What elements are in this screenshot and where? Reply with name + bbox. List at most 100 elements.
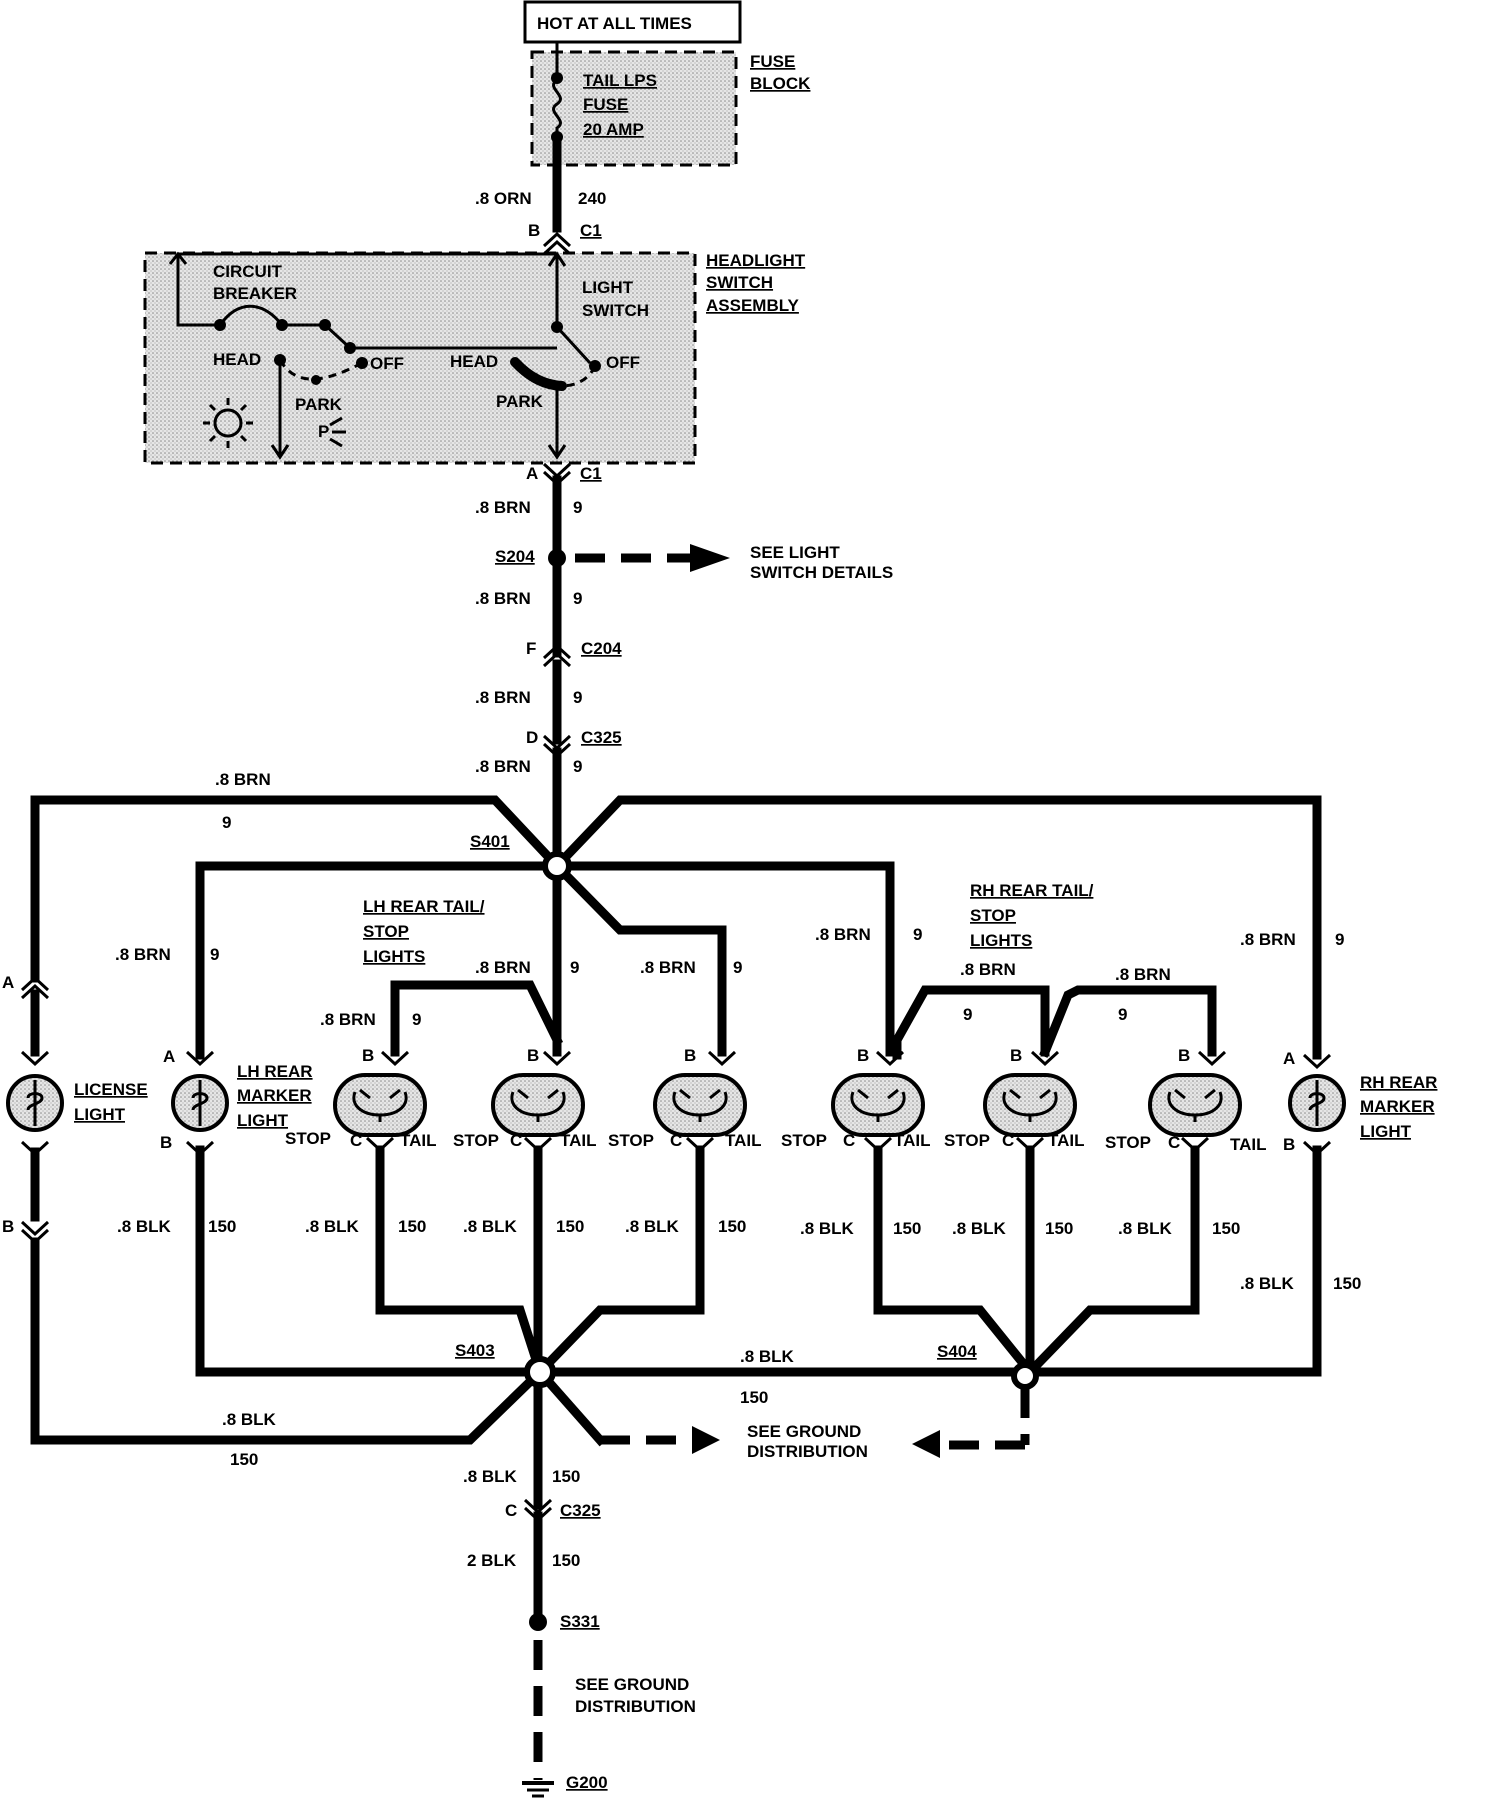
blk-label-lh3-stop: .8 BLK <box>625 1217 680 1236</box>
lh-lamp-1-tail: TAIL <box>400 1131 437 1150</box>
lh-marker-label-3: LIGHT <box>237 1111 289 1130</box>
brn-label-lh-left: .8 BRN <box>320 1010 376 1029</box>
rh-marker-label-1: RH REAR <box>1360 1073 1437 1092</box>
brn-wire-size-2: .8 BRN <box>475 589 531 608</box>
blk-label-lh-marker: .8 BLK <box>117 1217 172 1236</box>
lh-marker-label-2: MARKER <box>237 1086 312 1105</box>
feed-pin: B <box>528 221 540 240</box>
headlight-switch-assembly <box>143 251 697 465</box>
blk-label-bus: .8 BLK <box>740 1347 795 1366</box>
rh-marker-label-3: LIGHT <box>1360 1122 1412 1141</box>
ground-ref-3: SEE GROUND <box>575 1675 689 1694</box>
rh-marker-label-2: MARKER <box>1360 1097 1435 1116</box>
splice-s401 <box>542 851 572 881</box>
brn-label-top: .8 BRN <box>215 770 271 789</box>
circuit-breaker-element <box>218 304 557 350</box>
arrow-ground-left <box>692 1426 720 1454</box>
lh-lamp-3-pin-b: B <box>684 1046 696 1065</box>
rh-lamp-2-pin-b: B <box>1010 1046 1022 1065</box>
main-ground-circuit: 150 <box>552 1551 580 1570</box>
lh-tail-stop-2: STOP <box>363 922 409 941</box>
out-connector: C1 <box>580 464 602 483</box>
out-pin: A <box>526 464 538 483</box>
rh-lamp-1-c: C <box>843 1131 855 1150</box>
ground-ref-2: DISTRIBUTION <box>747 1442 868 1461</box>
assembly-label-1: HEADLIGHT <box>706 251 806 270</box>
left-park-label: PARK <box>295 395 343 414</box>
feed-wire-circuit: 240 <box>578 189 606 208</box>
blk-circuit-trunk: 150 <box>552 1467 580 1486</box>
blk-circuit-lh-marker: 150 <box>208 1217 236 1236</box>
ground-icon <box>522 1781 554 1798</box>
fuse-block <box>530 50 738 167</box>
blk-circuit-rh2-tail: 150 <box>1045 1219 1073 1238</box>
hot-label: HOT AT ALL TIMES <box>537 14 692 33</box>
blk-label-lh2-stop: .8 BLK <box>463 1217 518 1236</box>
blk-label-rh2-stop: .8 BLK <box>952 1219 1007 1238</box>
brn-circuit-rh-right: 9 <box>1118 1005 1127 1024</box>
park-symbol: P <box>318 422 329 441</box>
rh-lamp-2 <box>983 1073 1077 1137</box>
blk-label-lh1-stop: .8 BLK <box>305 1217 360 1236</box>
brn-circuit-lh-marker: 9 <box>210 945 219 964</box>
ground-ref-4: DISTRIBUTION <box>575 1697 696 1716</box>
lh-tail-stop-3: LIGHTS <box>363 947 425 966</box>
blk-circuit-rh1-tail: 150 <box>893 1219 921 1238</box>
brn-circuit-rh-left: 9 <box>913 925 922 944</box>
c204-label: C204 <box>581 639 622 658</box>
license-pin-b: B <box>2 1217 14 1236</box>
lh-lamp-2-c: C <box>510 1131 522 1150</box>
fuse-name-1: TAIL LPS <box>583 71 657 90</box>
license-pin-a: A <box>2 973 14 992</box>
rh-lamp-3-c: C <box>1168 1133 1180 1152</box>
brn-label-lh-marker: .8 BRN <box>115 945 171 964</box>
lh-lamp-3-stop: STOP <box>608 1131 654 1150</box>
brn-distribution-wires <box>30 795 1322 1060</box>
splice-s404 <box>1011 1362 1039 1390</box>
fuse-name-2: FUSE <box>583 95 628 114</box>
lh-lamp-2-tail: TAIL <box>560 1131 597 1150</box>
assembly-label-3: ASSEMBLY <box>706 296 800 315</box>
rh-tail-stop-3: LIGHTS <box>970 931 1032 950</box>
g200-label: G200 <box>566 1773 608 1792</box>
blk-label-rh3-stop: .8 BLK <box>1118 1219 1173 1238</box>
left-head-label: HEAD <box>213 350 261 369</box>
brn-circuit-lh-left: 9 <box>412 1010 421 1029</box>
headlamp-icon <box>203 398 253 448</box>
connector-c1-top <box>542 231 572 256</box>
breaker-label-2: BREAKER <box>213 284 297 303</box>
license-label-1: LICENSE <box>74 1080 148 1099</box>
out-wire-circuit: 9 <box>573 498 582 517</box>
brn-label-rh-left: .8 BRN <box>815 925 871 944</box>
rh-marker-pin-b: B <box>1283 1135 1295 1154</box>
rh-tail-stop-2: STOP <box>970 906 1016 925</box>
brn-label-rh-mid: .8 BRN <box>960 960 1016 979</box>
rh-marker-light <box>1288 1074 1346 1132</box>
blk-circuit-lh3-tail: 150 <box>718 1217 746 1236</box>
rh-lamp-2-c: C <box>1002 1131 1014 1150</box>
rh-lamp-1-tail: TAIL <box>894 1131 931 1150</box>
brn-circuit-lh-mid: 9 <box>570 958 579 977</box>
blk-circuit-lh2-tail: 150 <box>556 1217 584 1236</box>
c204-pin: F <box>526 639 536 658</box>
brn-label-lh-right: .8 BRN <box>640 958 696 977</box>
license-label-2: LIGHT <box>74 1105 126 1124</box>
s404-label: S404 <box>937 1342 977 1361</box>
light-switch-label-1: LIGHT <box>582 278 634 297</box>
rh-lamp-3-stop: STOP <box>1105 1133 1151 1152</box>
s331-label: S331 <box>560 1612 600 1631</box>
fuse-element <box>552 70 562 138</box>
assembly-label-2: SWITCH <box>706 273 773 292</box>
rh-tail-stop-1: RH REAR TAIL/ <box>970 881 1094 900</box>
brn-wire-circuit-3: 9 <box>573 688 582 707</box>
lh-lamp-3 <box>653 1073 747 1137</box>
ground-ref-1: SEE GROUND <box>747 1422 861 1441</box>
lh-lamp-3-tail: TAIL <box>725 1131 762 1150</box>
splice-s403 <box>524 1356 556 1388</box>
splice-s331 <box>529 1613 547 1631</box>
lh-lamp-1-pin-b: B <box>362 1046 374 1065</box>
rh-lamp-3-tail: TAIL <box>1230 1135 1267 1154</box>
lh-tail-stop-1: LH REAR TAIL/ <box>363 897 485 916</box>
rh-lamp-1 <box>831 1073 925 1137</box>
splice-s204 <box>548 549 566 567</box>
